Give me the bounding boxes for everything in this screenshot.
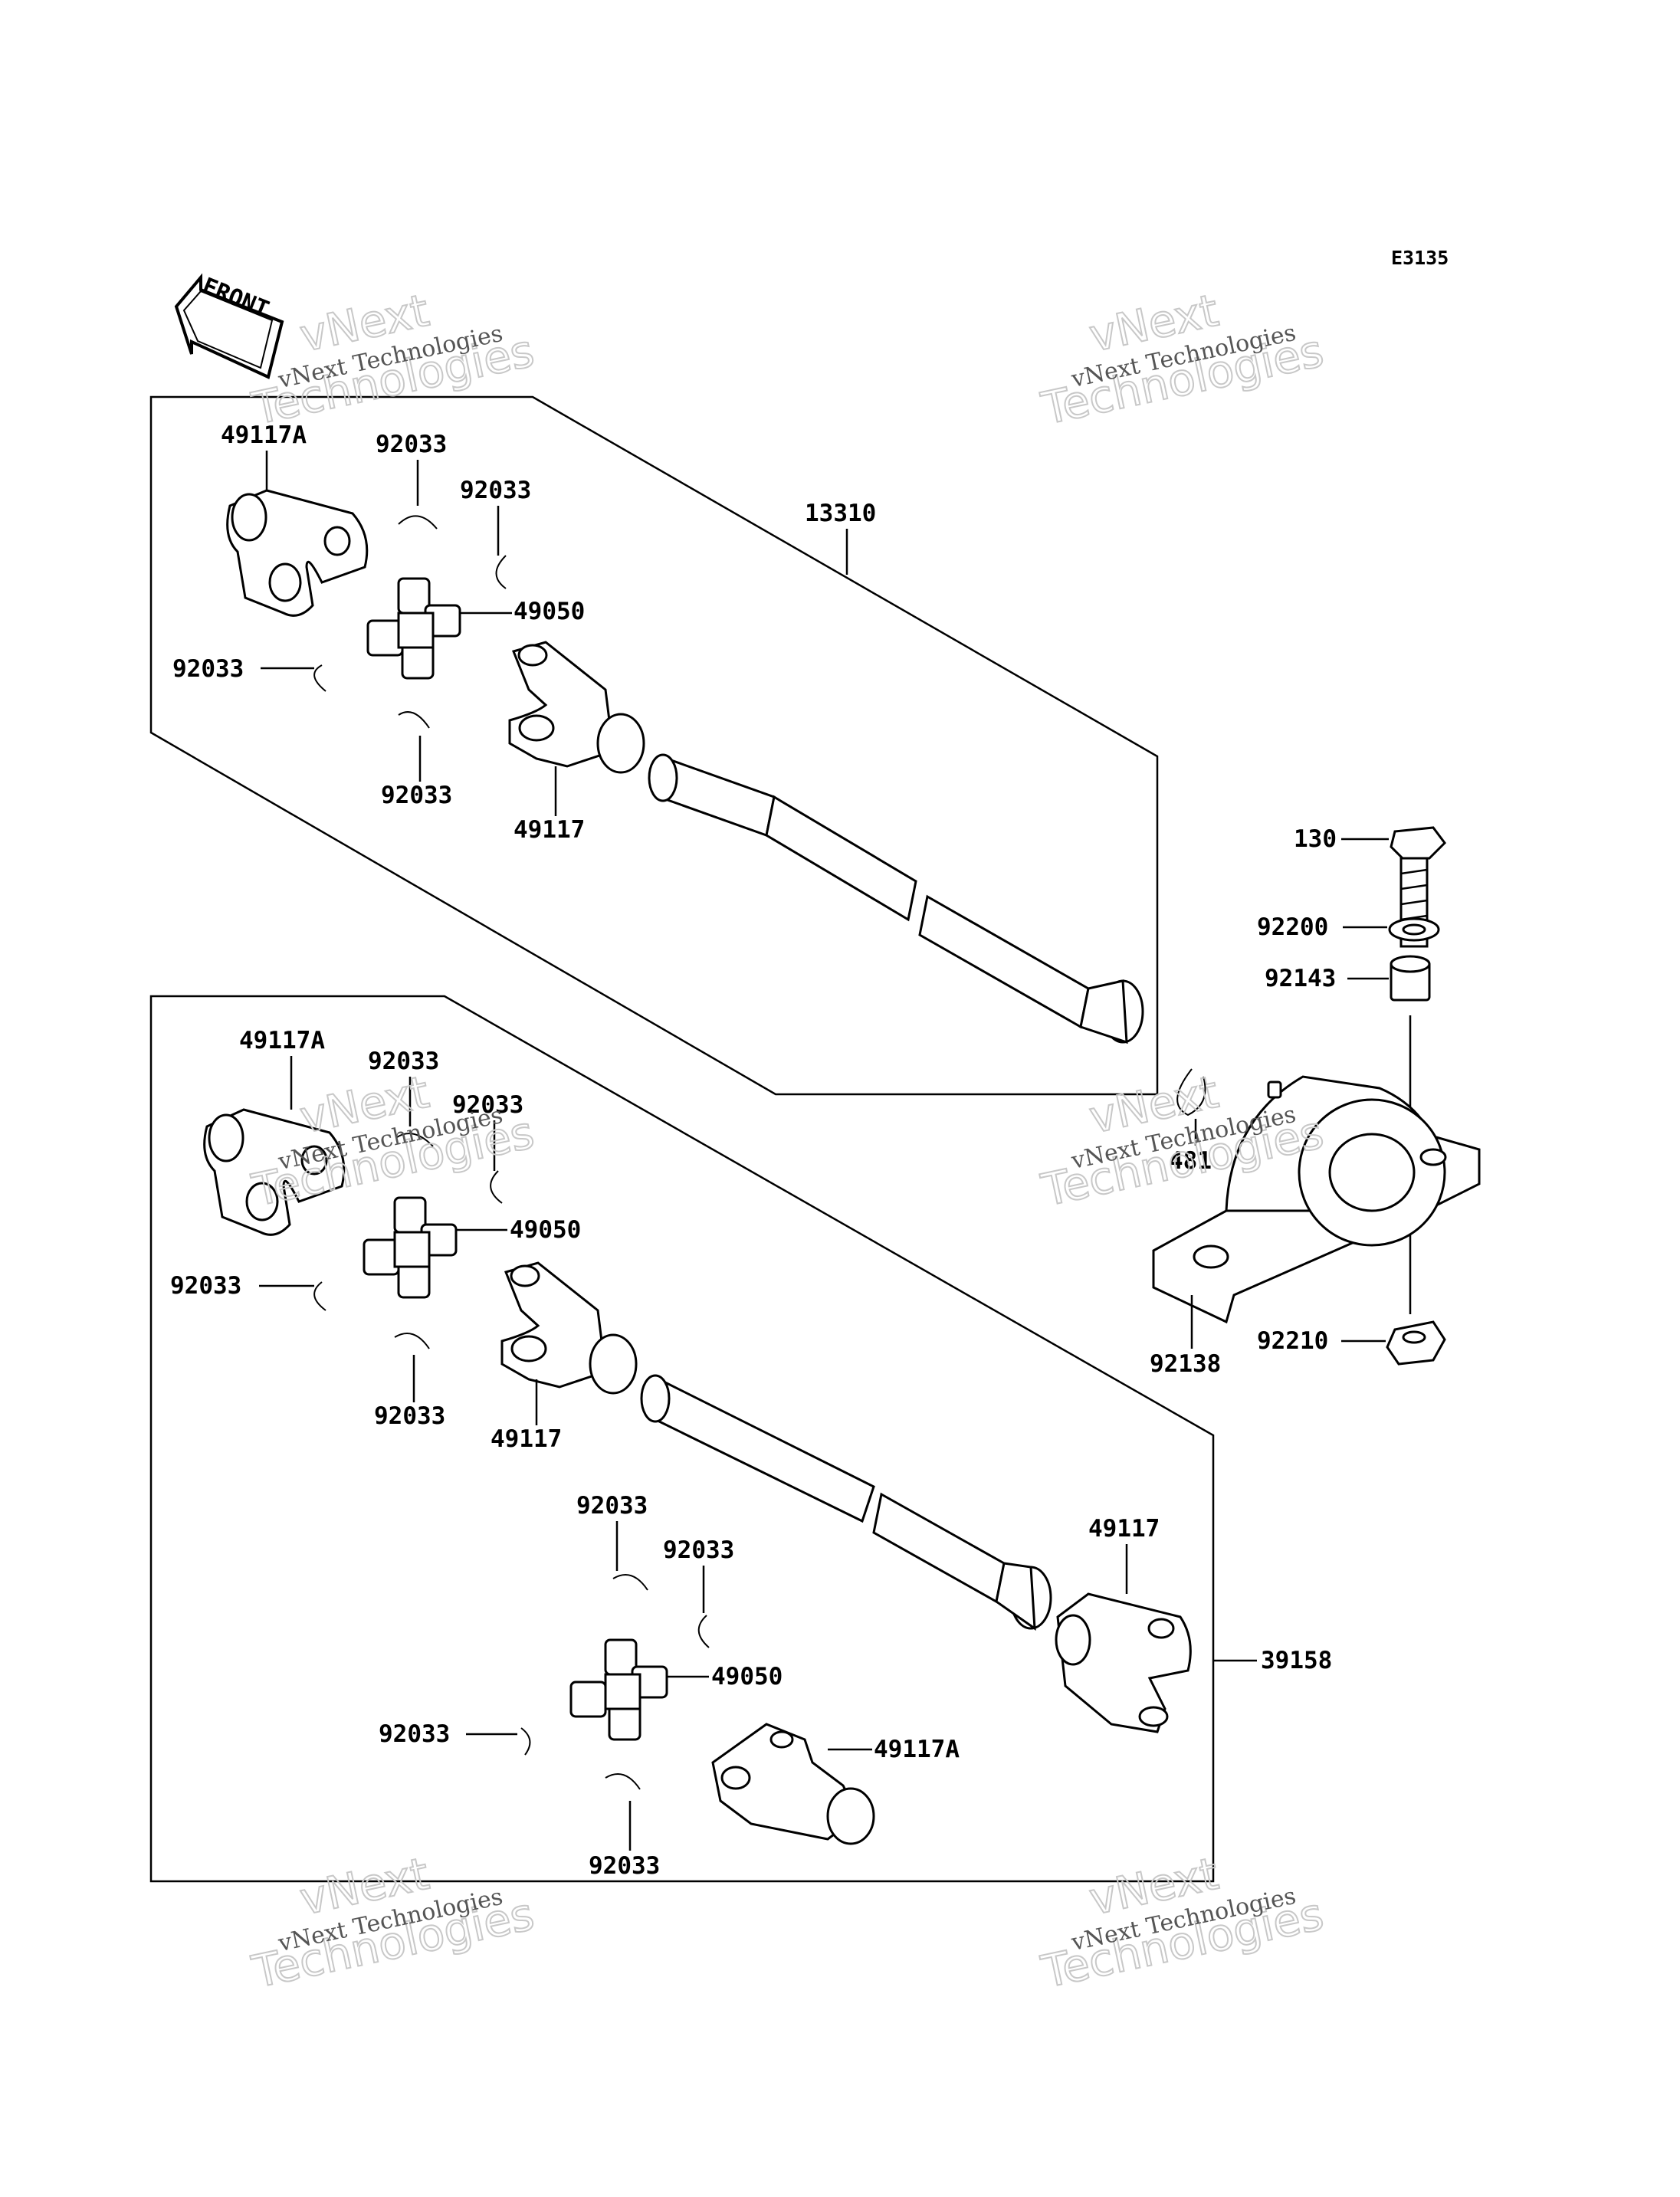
callout-49050-lower-2: 49050 — [711, 1663, 783, 1690]
shaft-upper — [648, 753, 1144, 1044]
callout-92033-lower-4: 92033 — [374, 1402, 445, 1430]
callout-92033-upper-2: 92033 — [460, 477, 531, 504]
callout-49117a-lower-1: 49117A — [239, 1027, 325, 1054]
circlip-upper-2 — [495, 555, 507, 589]
callout-39158: 39158 — [1261, 1647, 1332, 1674]
callout-49117-upper: 49117 — [514, 816, 585, 844]
yoke-49117-upper — [508, 641, 645, 774]
circlip-lower-4 — [394, 1333, 430, 1349]
callout-49050-upper: 49050 — [514, 598, 585, 625]
callout-49117-lower-2: 49117 — [1088, 1515, 1160, 1543]
callout-92143: 92143 — [1265, 965, 1336, 992]
callout-49117a-lower-2: 49117A — [874, 1736, 960, 1763]
callout-92210: 92210 — [1257, 1327, 1328, 1355]
callout-92033-lower-6: 92033 — [663, 1536, 734, 1564]
circlip-upper-3 — [313, 664, 326, 692]
callout-92033-upper-1: 92033 — [376, 431, 447, 458]
yoke-49117a-lower-1 — [203, 1108, 346, 1236]
yoke-49117-lower-2 — [1055, 1592, 1192, 1733]
watermark-1: vNext Technologies vNext Technologies — [247, 284, 540, 436]
callout-481: 481 — [1169, 1147, 1212, 1175]
collar-92143 — [1390, 955, 1431, 1002]
diagram-code: E3135 — [1391, 247, 1449, 269]
washer-92200 — [1388, 917, 1440, 942]
callout-92138: 92138 — [1150, 1350, 1221, 1378]
circlip-lower-2 — [490, 1170, 503, 1204]
watermark-2: vNext Technologies vNext Technologies — [1036, 284, 1329, 436]
callout-92033-upper-4: 92033 — [381, 782, 452, 809]
assembly-outline-39158 — [149, 995, 1215, 1883]
assembly-outline-13310 — [149, 395, 1159, 1096]
cross-49050-lower-1 — [363, 1196, 458, 1299]
circlip-lower-5 — [612, 1574, 648, 1591]
callout-92033-lower-5: 92033 — [576, 1492, 648, 1520]
circlip-lower-1 — [396, 1133, 434, 1147]
callout-92033-lower-7: 92033 — [379, 1720, 450, 1748]
watermark-6: vNext Technologies vNext Technologies — [1036, 1847, 1329, 1999]
cross-49050-upper — [366, 577, 461, 680]
circlip-lower-7 — [520, 1727, 531, 1756]
callout-130: 130 — [1294, 825, 1337, 853]
yoke-49117a-lower-2 — [711, 1723, 875, 1845]
circlip-481 — [1176, 1068, 1206, 1117]
circlip-upper-1 — [398, 515, 438, 530]
callout-92033-upper-3: 92033 — [172, 655, 244, 683]
cross-49050-lower-2 — [569, 1638, 668, 1741]
circlip-upper-4 — [398, 711, 430, 729]
circlip-lower-6 — [697, 1615, 710, 1648]
callout-92033-lower-8: 92033 — [589, 1852, 660, 1880]
circlip-lower-3 — [313, 1281, 326, 1311]
nut-92210 — [1386, 1320, 1446, 1366]
yoke-49117a-upper — [226, 489, 369, 617]
callout-49117a-upper: 49117A — [221, 421, 307, 449]
shaft-lower — [640, 1374, 1052, 1631]
callout-92033-lower-2: 92033 — [452, 1091, 523, 1119]
bearing-housing-92138 — [1152, 1075, 1481, 1324]
callout-13310: 13310 — [805, 500, 876, 527]
watermark-5: vNext Technologies vNext Technologies — [247, 1847, 540, 1999]
circlip-lower-8 — [605, 1773, 641, 1790]
callout-92033-lower-1: 92033 — [368, 1048, 439, 1075]
yoke-49117-lower-1 — [500, 1261, 638, 1395]
callout-92200: 92200 — [1257, 913, 1328, 941]
front-arrow-icon: FRONT — [174, 273, 284, 379]
callout-49050-lower-1: 49050 — [510, 1216, 581, 1244]
callout-49117-lower-1: 49117 — [491, 1425, 562, 1453]
callout-92033-lower-3: 92033 — [170, 1272, 241, 1300]
